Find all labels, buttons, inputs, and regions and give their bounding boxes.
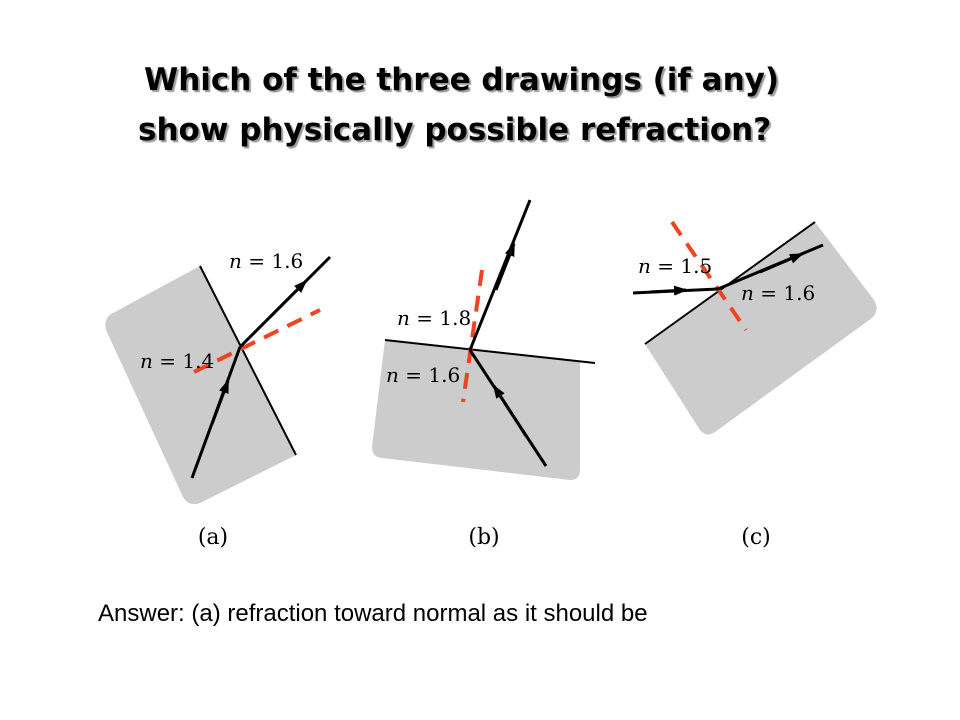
panel-b-interface — [384, 339, 596, 364]
panel-a-n-upper-label: n = 1.6 — [229, 249, 303, 273]
panel-c-n-upper-symbol: n — [638, 254, 651, 278]
panel-a-n-upper-value: 1.6 — [271, 249, 303, 273]
panel-a-caption: (a) — [198, 525, 228, 550]
panel-c-n-upper-eq: = — [651, 254, 680, 278]
panel-b-refracted-ray — [468, 199, 532, 351]
panel-a-medium — [105, 266, 296, 505]
panel-c-refracted-arrow — [759, 252, 804, 274]
panel-b-incident-arrow — [492, 384, 528, 437]
panel-a-normal-line — [193, 308, 321, 374]
panel-a-n-upper-eq: = — [242, 249, 271, 273]
panel-b-n-lower-label: n = 1.6 — [386, 363, 460, 387]
panel-b: n = 1.8 n = 1.6 (b) — [372, 199, 596, 550]
question-line-1: Which of the three drawings (if any) — [144, 62, 780, 98]
panel-a-n-lower-label: n = 1.4 — [140, 349, 214, 373]
panel-c-n-upper-value: 1.5 — [680, 254, 712, 278]
panel-b-refracted-arrow — [494, 242, 516, 291]
panel-a: n = 1.6 n = 1.4 (a) — [105, 249, 332, 550]
panel-c-n-lower-symbol: n — [741, 281, 754, 305]
panel-c-n-lower-eq: = — [754, 281, 783, 305]
panel-a-n-lower-eq: = — [153, 349, 182, 373]
panel-a-n-lower-value: 1.4 — [182, 349, 214, 373]
panel-c-incident-arrow — [649, 285, 688, 296]
panel-a-interface — [199, 265, 297, 456]
panel-c-n-lower-label: n = 1.6 — [741, 281, 815, 305]
panel-b-normal-line — [461, 269, 484, 403]
question-line-2: show physically possible refraction? — [138, 112, 772, 148]
panel-b-n-lower-eq: = — [399, 363, 428, 387]
answer-text: Answer: (a) refraction toward normal as … — [98, 600, 648, 627]
panel-a-refracted-arrow — [268, 279, 308, 319]
panel-b-n-lower-symbol: n — [386, 363, 399, 387]
panel-b-n-upper-symbol: n — [397, 306, 410, 330]
panel-c-n-upper-label: n = 1.5 — [638, 254, 712, 278]
panel-b-medium — [372, 340, 580, 480]
panel-b-n-lower-value: 1.6 — [428, 363, 460, 387]
question-title: Which of the three drawings (if any) sho… — [138, 55, 898, 155]
panel-c-caption: (c) — [741, 525, 771, 550]
panel-c-n-lower-value: 1.6 — [783, 281, 815, 305]
panel-b-caption: (b) — [468, 525, 499, 550]
panel-b-n-upper-eq: = — [410, 306, 439, 330]
panel-c-medium — [645, 222, 877, 435]
panel-a-incident-arrow — [210, 379, 230, 425]
panel-b-n-upper-value: 1.8 — [439, 306, 471, 330]
panel-b-n-upper-label: n = 1.8 — [397, 306, 471, 330]
panel-c-normal-line — [670, 220, 748, 332]
panel-a-n-upper-symbol: n — [229, 249, 242, 273]
panel-a-n-lower-symbol: n — [140, 349, 153, 373]
panel-c: n = 1.5 n = 1.6 (c) — [632, 220, 877, 550]
